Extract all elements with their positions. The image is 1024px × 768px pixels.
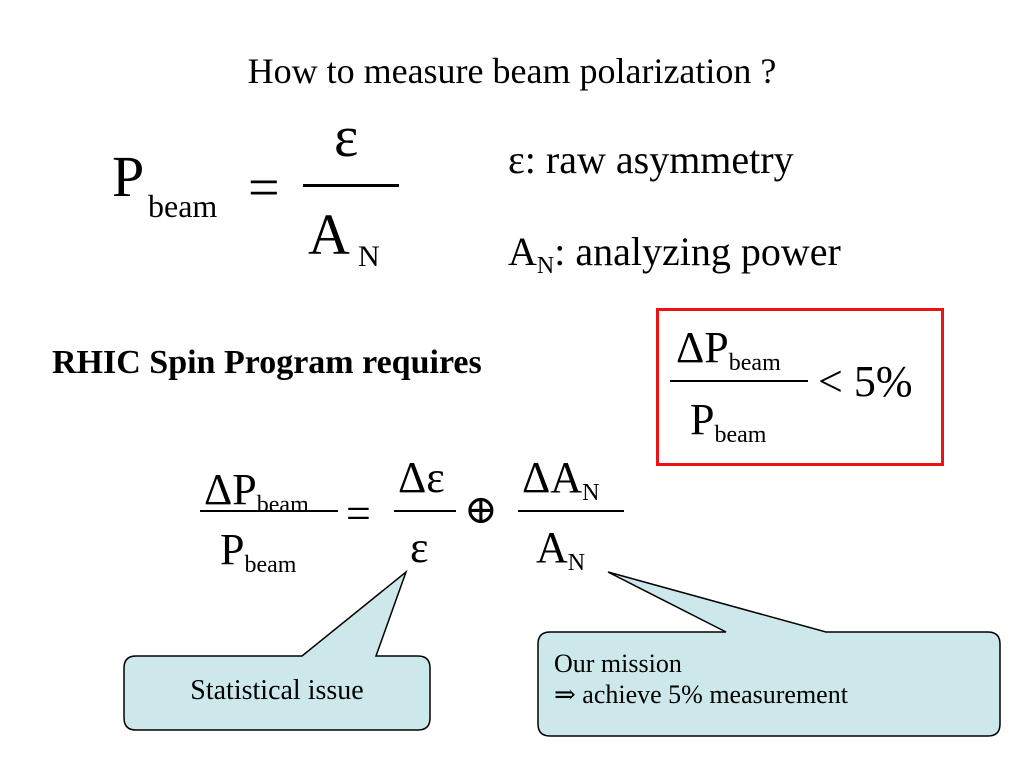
eq2-fraction1-bar <box>200 510 338 512</box>
requirement-box <box>656 308 944 466</box>
requirement-label: RHIC Spin Program requires <box>52 344 482 381</box>
requirement-num-text: ΔP <box>676 323 729 372</box>
eq2-f3-den-text: A <box>536 523 568 572</box>
callout-statistical-shape <box>123 569 431 731</box>
callout-statistical-text: Statistical issue <box>190 675 364 706</box>
mission-line-1: Our mission <box>554 649 682 678</box>
requirement-num-sub: beam <box>728 350 781 376</box>
an-text: : analyzing power <box>554 229 841 274</box>
an-subscript: N <box>536 253 555 279</box>
eq1-numerator: ε <box>334 104 359 169</box>
eq2-fraction3-numerator: ΔAN <box>522 453 600 506</box>
eq2-oplus: ⊕ <box>464 487 498 532</box>
eq2-f1-den-text: P <box>220 525 245 574</box>
eq1-denominator-subscript: N <box>358 240 380 273</box>
eq2-f1-num-text: ΔP <box>204 465 257 514</box>
callout-mission-shape <box>537 571 1001 737</box>
eq2-fraction1-denominator: Pbeam <box>220 525 297 578</box>
eq1-lhs-subscript: beam <box>148 188 218 224</box>
slide-title: How to measure beam polarization ? <box>247 51 777 91</box>
requirement-fraction-bar <box>670 380 808 382</box>
eq2-fraction2-bar <box>394 510 456 512</box>
eq2-fraction2-numerator: Δε <box>398 453 445 502</box>
eq1-fraction-bar <box>303 184 399 187</box>
requirement-den-text: P <box>690 395 715 444</box>
eq2-f1-den-sub: beam <box>244 552 297 578</box>
mission-line-2: ⇒ achieve 5% measurement <box>554 680 848 710</box>
requirement-numerator: ΔPbeam <box>676 323 781 376</box>
eq2-fraction3-denominator: AN <box>536 523 586 576</box>
eq2-f3-num-text: ΔA <box>522 453 583 502</box>
eq2-equals: = <box>346 489 371 538</box>
requirement-den-sub: beam <box>714 422 767 448</box>
eq2-f1-num-sub: beam <box>256 492 309 518</box>
callout-mission-text: Our mission ⇒ achieve 5% measurement <box>554 648 848 710</box>
definition-epsilon: ε: raw asymmetry <box>508 137 794 182</box>
requirement-denominator: Pbeam <box>690 395 767 448</box>
definition-analyzing-power: AN: analyzing power <box>508 229 841 279</box>
eq2-fraction2-denominator: ε <box>410 523 429 572</box>
an-symbol: A <box>508 229 537 274</box>
requirement-relation: < 5% <box>818 357 913 406</box>
eq1-lhs: P <box>112 144 145 209</box>
eq2-fraction3-bar <box>518 510 624 512</box>
eq2-f3-den-sub: N <box>567 550 586 576</box>
eq1-equals: = <box>248 157 280 219</box>
eq1-denominator: A <box>308 202 350 267</box>
eq2-f3-num-sub: N <box>582 480 600 506</box>
eq2-fraction1-numerator: ΔPbeam <box>204 465 309 518</box>
